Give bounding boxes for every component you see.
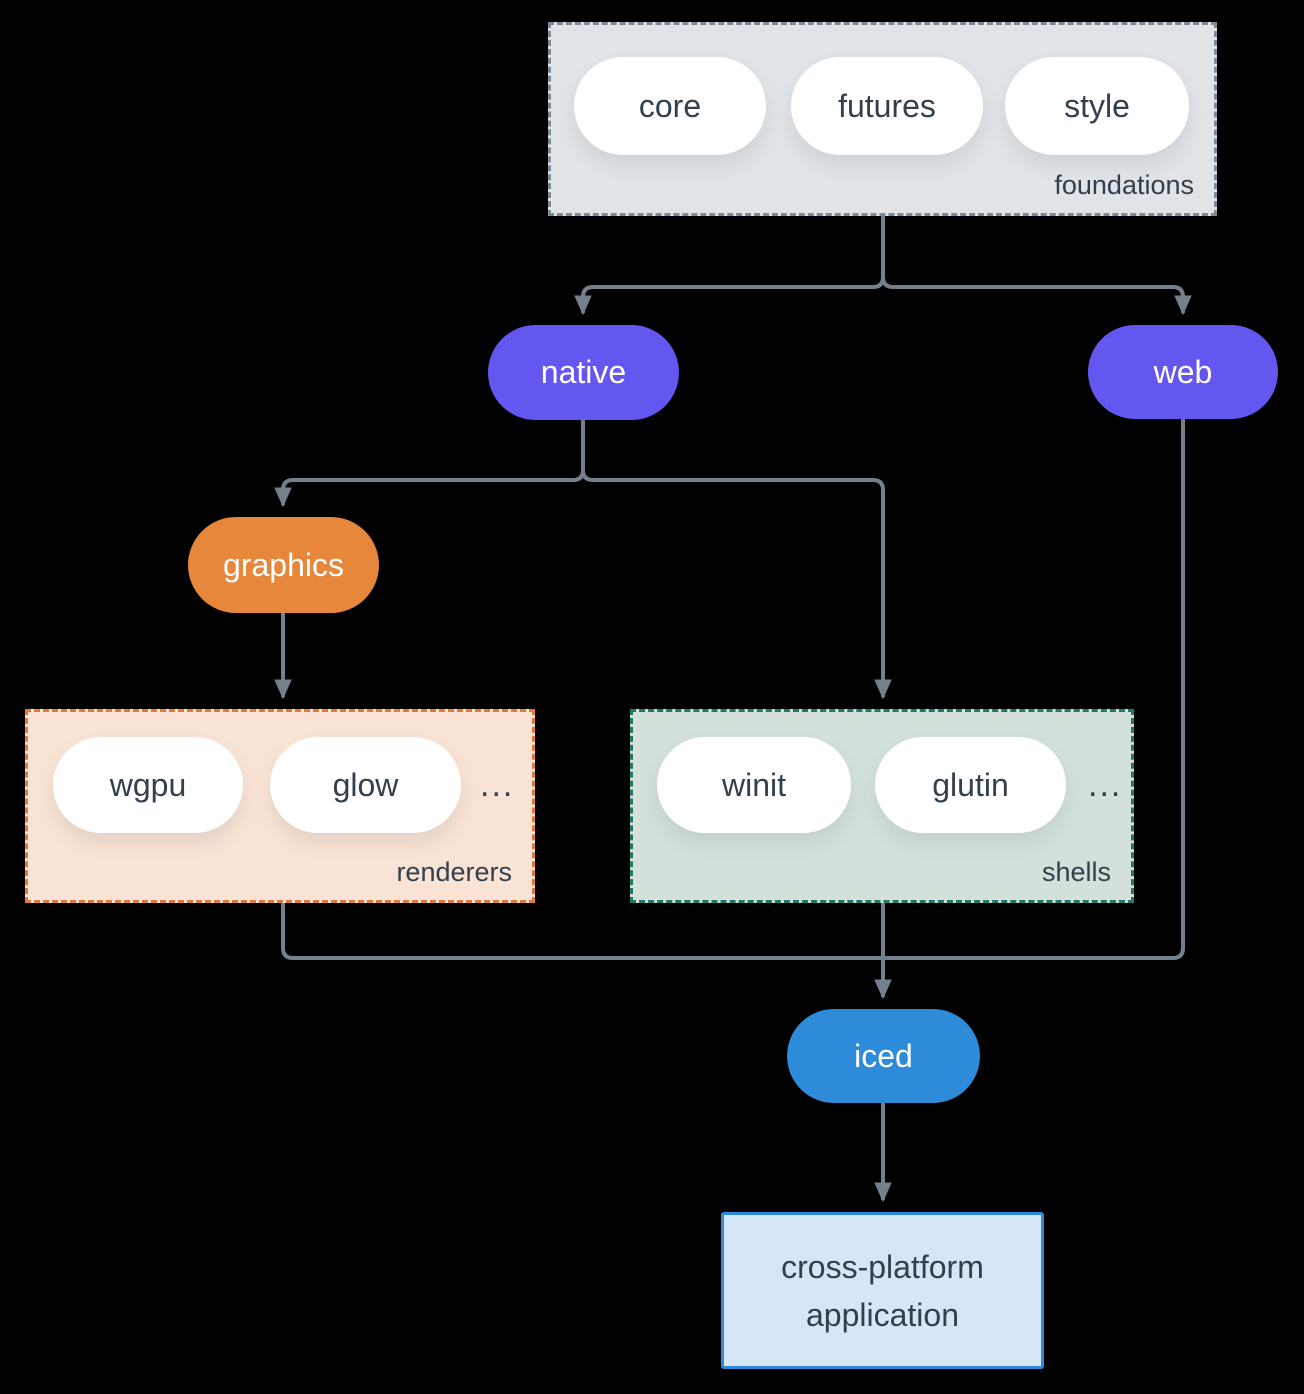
node-core: core xyxy=(574,57,766,155)
edge-foundations-web xyxy=(881,216,1192,316)
node-style-label: style xyxy=(1064,87,1130,124)
node-cross-platform-application-label: cross-platform application xyxy=(781,1248,984,1333)
node-native: native xyxy=(488,325,679,420)
edge-renderers-iced xyxy=(281,903,883,960)
node-graphics: graphics xyxy=(188,517,379,613)
node-iced-label: iced xyxy=(854,1037,913,1074)
node-wgpu: wgpu xyxy=(53,737,243,833)
shells-group: winit glutin ... shells xyxy=(630,709,1134,903)
node-style: style xyxy=(1005,57,1189,155)
node-core-label: core xyxy=(638,87,702,124)
edge-foundations-native xyxy=(574,216,885,316)
shells-group-label: shells xyxy=(1041,857,1111,887)
node-iced: iced xyxy=(787,1009,980,1103)
node-cross-platform-application: cross-platform application xyxy=(721,1212,1044,1369)
edge-native-graphics xyxy=(274,420,585,508)
renderers-group: wgpu glow ... renderers xyxy=(25,709,535,903)
edge-native-shells xyxy=(581,420,892,700)
edge-web-iced xyxy=(883,419,1185,960)
node-glow-label: glow xyxy=(332,766,399,803)
node-futures-label: futures xyxy=(838,87,936,124)
node-glutin: glutin xyxy=(875,737,1066,833)
renderers-group-label: renderers xyxy=(396,857,512,887)
node-web-label: web xyxy=(1153,353,1213,390)
node-winit: winit xyxy=(657,737,851,833)
node-glow: glow xyxy=(270,737,461,833)
foundations-group-label: foundations xyxy=(1054,170,1194,200)
node-web: web xyxy=(1088,325,1278,419)
node-winit-label: winit xyxy=(721,766,786,803)
node-wgpu-label: wgpu xyxy=(109,766,187,803)
node-glutin-label: glutin xyxy=(932,766,1009,803)
shells-ellipsis: ... xyxy=(1088,765,1123,804)
node-futures: futures xyxy=(791,57,983,155)
renderers-ellipsis: ... xyxy=(480,765,515,804)
foundations-group: core futures style foundations xyxy=(548,22,1217,216)
node-graphics-label: graphics xyxy=(223,546,344,583)
node-native-label: native xyxy=(540,354,627,390)
